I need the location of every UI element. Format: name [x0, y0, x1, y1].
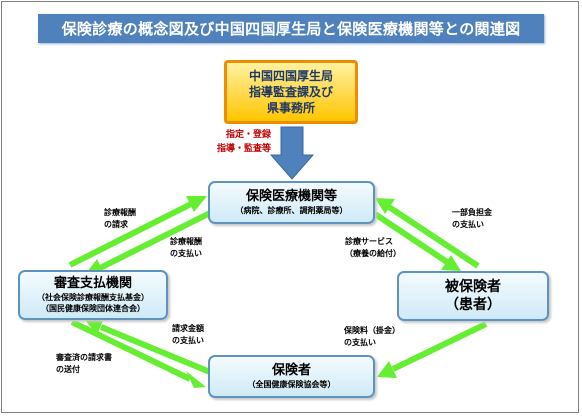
claim-amount-line2: の支払い [172, 336, 204, 345]
supervision-label: 指定・登録 指導・監査等 [205, 128, 271, 156]
pay-fee-line1: 診療報酬 [170, 237, 202, 246]
pay-fee-label: 診療報酬 の支払い [170, 236, 202, 260]
service-arrowhead [441, 255, 461, 271]
insured-patient-name: 被保険者 [445, 279, 501, 295]
review-payment-name: 審査支払機関 [53, 276, 132, 291]
premium-line1: 保険料（掛金） [344, 326, 400, 335]
copay-line2: の支払い [452, 220, 484, 229]
premium-line2: の支払い [344, 338, 376, 347]
medical-institution-name: 保険医療機関等 [245, 189, 337, 204]
premium-label: 保険料（掛金） の支払い [344, 325, 400, 349]
reviewed-claim-line2: の送付 [56, 365, 80, 374]
review-payment-sub2: （国民健康保険団体連合会） [41, 304, 145, 313]
claim-amount-arrowhead [85, 318, 104, 335]
reviewed-claim-line1: 審査済の請求書 [56, 353, 112, 362]
medical-institution-sub: （病院、診療所、調剤薬局等） [235, 206, 348, 215]
copay-label: 一部負担金 の支払い [452, 207, 492, 231]
insured-patient-box: 被保険者 （患者） [397, 271, 549, 321]
medical-institution-box: 保険医療機関等 （病院、診療所、調剤薬局等） [208, 181, 375, 224]
supervision-arrow [269, 126, 315, 180]
guidance-audit-text: 指導・監査等 [216, 144, 271, 154]
claim-fee-arrow [68, 201, 193, 268]
copay-arrowhead [375, 198, 395, 214]
insurer-sub: （全国健康保険協会等） [247, 380, 336, 389]
review-payment-sub1: （社会保険診療報酬支払基金） [37, 293, 149, 302]
insurer-box: 保険者 （全国健康保険協会等） [208, 355, 375, 398]
claim-fee-line1: 診療報酬 [104, 208, 136, 217]
premium-arrowhead [377, 361, 397, 378]
pay-fee-arrow [98, 209, 214, 271]
claim-fee-line2: の請求 [104, 220, 128, 229]
regional-bureau-line3: 県事務所 [266, 101, 315, 115]
reviewed-claim-arrowhead [186, 371, 206, 388]
service-arrow [373, 211, 449, 265]
pay-fee-line2: の支払い [170, 249, 202, 258]
reviewed-claim-arrow [70, 319, 192, 382]
claim-amount-arrow [99, 324, 212, 375]
service-label: 診療サービス （療養の給付） [345, 236, 401, 260]
claim-amount-line1: 請求金額 [172, 324, 204, 333]
diagram-title: 保険診療の概念図及び中国四国厚生局と保険医療機関等との関連図 [38, 14, 544, 43]
regional-bureau-line1: 中国四国厚生局 [248, 69, 333, 83]
claim-amount-label: 請求金額 の支払い [172, 323, 204, 347]
review-payment-box: 審査支払機関 （社会保険診療報酬支払基金） （国民健康保険団体連合会） [18, 270, 168, 320]
reviewed-claim-label: 審査済の請求書 の送付 [56, 352, 112, 376]
insured-patient-sub: （患者） [445, 297, 501, 313]
service-line1: 診療サービス [345, 237, 393, 246]
claim-fee-label: 診療報酬 の請求 [104, 207, 136, 231]
regional-bureau-line2: 指導監査課及び [248, 85, 333, 99]
copay-arrow [387, 204, 480, 269]
copay-line1: 一部負担金 [452, 208, 492, 217]
designation-registration-text: 指定・登録 [225, 130, 271, 140]
insurer-name: 保険者 [271, 363, 311, 378]
premium-arrow [391, 321, 488, 372]
service-line2: （療養の給付） [345, 249, 401, 258]
claim-fee-arrowhead [186, 196, 207, 212]
regional-bureau-box: 中国四国厚生局 指導監査課及び 県事務所 [224, 60, 358, 124]
